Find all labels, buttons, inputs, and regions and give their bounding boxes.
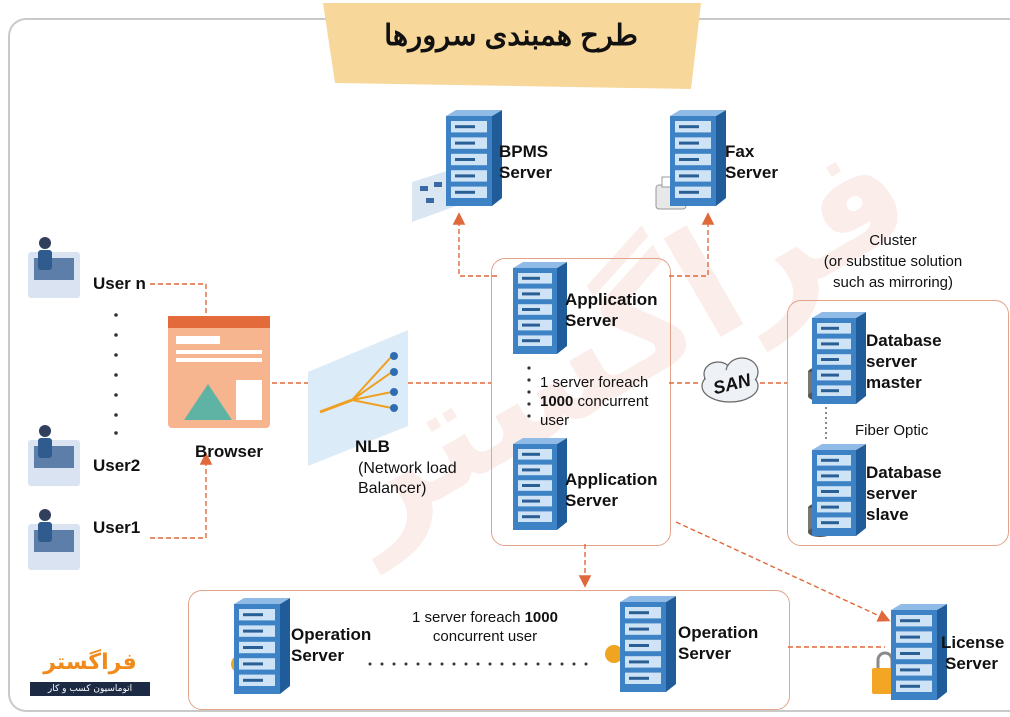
app-server-1-label-line1: Application [565,290,658,309]
nlb-icon [308,330,408,466]
diagram-title: طرح همبندی سرورها [384,20,638,52]
app-server-2-icon [513,438,567,530]
nlb-label: NLB [355,437,390,456]
bpms-label-line1: BPMS [499,142,549,161]
db-slave-label-line1: Database [866,463,942,482]
license-server-icon [891,604,947,700]
bpms-chart-icon [412,168,456,222]
op-server-1-label-line1: Operation [291,625,372,644]
license-label-line2: Server [945,654,998,673]
user-n-icon [28,237,80,298]
cluster-desc-line1: (or substitue solution [823,253,963,270]
brand-logo-tagline: اتوماسیون کسب و کار [47,684,133,694]
op-server-1-icon [234,598,290,694]
browser-label: Browser [195,442,264,461]
user-1-icon [28,509,80,570]
app-ellipsis-dots [527,366,531,418]
op-note-line2: concurrent user [432,628,538,645]
app-note-line2-rest: concurrent [573,393,649,410]
fax-label-line2: Server [725,163,778,182]
app-server-2-label-line1: Application [565,470,658,489]
op-server-2-label-line2: Server [678,644,731,663]
db-master-server-icon [812,312,866,404]
op-note-line1: 1 server foreach 1000 [395,608,575,627]
user-1-label: User1 [93,518,141,537]
user-2-label: User2 [93,456,141,475]
user-2-icon [28,425,80,486]
cluster-desc-line2: such as mirroring) [832,274,954,291]
nlb-desc-line1: (Network load [358,460,457,477]
brand-logo: فراگستر اتوماسیون کسب و کار [26,650,154,700]
app-note-line1: 1 server foreach [540,374,649,391]
fax-server-icon [670,110,726,206]
app-server-1-label-line2: Server [565,311,618,330]
op-note-line1-text: 1 server foreach [412,609,525,626]
san-cloud-icon [701,357,759,403]
app-server-group [491,258,671,546]
app-note-line2: 1000 concurrent [540,392,648,411]
connector-lines [150,212,891,648]
db-master-label-line3: master [866,373,922,392]
op-server-1-label-line2: Server [291,646,344,665]
fax-label-line1: Fax [725,142,755,161]
brand-logo-name: فراگستر [43,650,137,675]
user-n-label: User n [93,274,146,293]
user-ellipsis-dots [114,313,118,435]
cluster-title: Cluster [869,232,917,249]
app-note-count: 1000 [540,393,574,410]
operation-ellipsis-dots [368,662,588,666]
op-server-2-label-line1: Operation [678,623,759,642]
nlb-desc-line2: Balancer) [358,480,427,497]
license-label-line1: License [941,633,1005,652]
database-cluster-group [787,300,1009,546]
bpms-label-line2: Server [499,163,552,182]
db-slave-label-line2: server [866,484,918,503]
operation-server-group [188,590,790,710]
db-master-label-line1: Database [866,331,942,350]
op-server-2-icon [620,596,676,692]
db-master-label-line2: server [866,352,918,371]
app-server-1-icon [513,262,567,354]
title-banner [323,3,701,89]
browser-icon [168,316,270,428]
fiber-optic-label: Fiber Optic [855,422,929,439]
app-server-2-label-line2: Server [565,491,618,510]
db-slave-server-icon [812,444,866,536]
app-note-line3: user [540,412,570,429]
op-note-count: 1000 [524,609,558,626]
brand-logo-bar [30,682,150,696]
db-slave-label-line3: slave [866,505,909,524]
bpms-server-icon [446,110,502,206]
